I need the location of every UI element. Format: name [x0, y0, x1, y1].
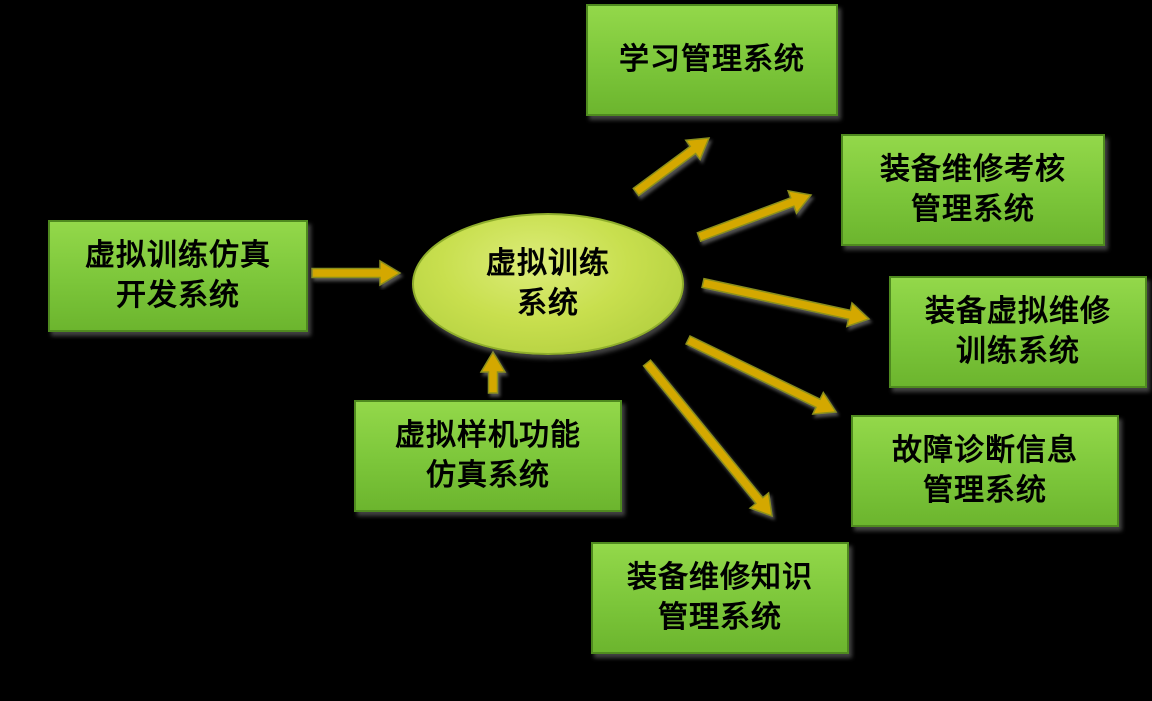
box-learning-management-system: 学习管理系统 [586, 4, 838, 116]
arrow-dev-to-center [311, 259, 402, 287]
arrow-center-to-vr-repair [701, 277, 871, 328]
box-label-line1: 装备维修考核 [880, 152, 1066, 187]
arrow-center-to-knowledge [642, 359, 773, 518]
box-label-line2: 管理系统 [923, 473, 1047, 508]
box-label-line1: 虚拟样机功能 [395, 418, 581, 453]
arrow-group [311, 137, 871, 518]
box-label-line1: 装备虚拟维修 [925, 294, 1111, 329]
box-equipment-repair-knowledge: 装备维修知识 管理系统 [591, 542, 849, 654]
box-label-line2: 仿真系统 [426, 458, 550, 493]
center-label-line1: 虚拟训练 [486, 246, 610, 281]
box-label-line2: 开发系统 [116, 278, 240, 313]
box-label-line2: 管理系统 [658, 600, 782, 635]
arrow-prototype-to-center [479, 350, 507, 394]
box-label-line1: 虚拟训练仿真 [85, 238, 271, 273]
box-prototype-simulation-system: 虚拟样机功能 仿真系统 [354, 400, 622, 512]
box-label-line2: 管理系统 [911, 192, 1035, 227]
box-equipment-repair-assessment: 装备维修考核 管理系统 [841, 134, 1105, 246]
box-equipment-virtual-repair-training: 装备虚拟维修 训练系统 [889, 276, 1147, 388]
center-label-line2: 系统 [517, 286, 579, 321]
box-label-line1: 装备维修知识 [627, 560, 813, 595]
arrow-center-to-learning [632, 137, 711, 197]
arrow-center-to-assessment [696, 189, 813, 243]
box-virtual-training-dev-system: 虚拟训练仿真 开发系统 [48, 220, 308, 332]
box-label-line2: 训练系统 [956, 334, 1080, 369]
center-virtual-training-system: 虚拟训练 系统 [412, 213, 684, 355]
box-label-line1: 学习管理系统 [619, 42, 805, 77]
box-label-line1: 故障诊断信息 [892, 433, 1078, 468]
box-fault-diagnosis-info: 故障诊断信息 管理系统 [851, 415, 1119, 527]
arrow-center-to-fault [684, 335, 838, 415]
